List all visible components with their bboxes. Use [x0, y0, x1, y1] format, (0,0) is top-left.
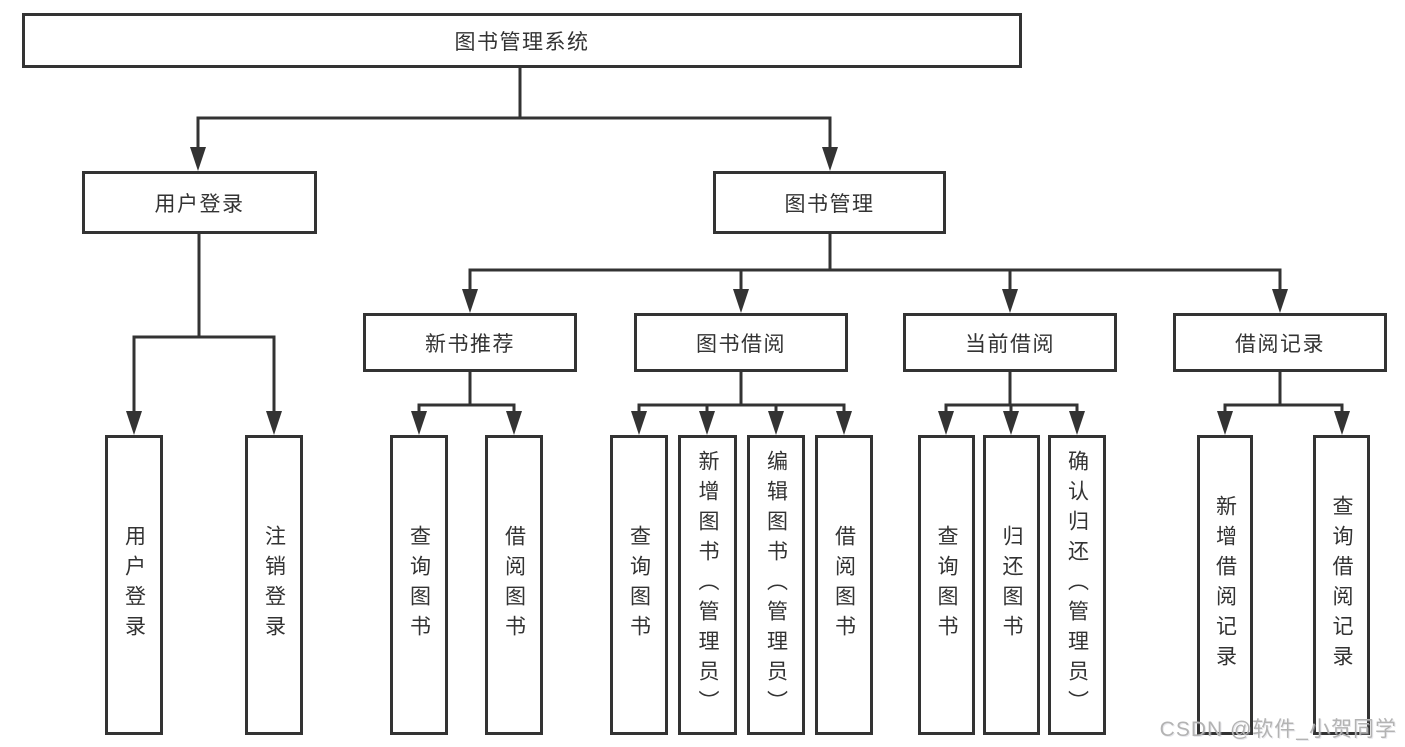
arrowhead-down-icon [631, 411, 647, 435]
arrowhead-down-icon [699, 411, 715, 435]
connector-book-borrow [631, 370, 852, 435]
leaf-user-login: 用户登录 [105, 435, 163, 735]
node-book-management: 图书管理 [713, 171, 946, 234]
connector-borrow-records [1217, 370, 1350, 435]
connector-root [190, 66, 838, 171]
connector-user-login [126, 232, 282, 435]
arrowhead-down-icon [506, 411, 522, 435]
arrowhead-down-icon [190, 147, 206, 171]
leaf-confirm-return-admin: 确认归还（管理员） [1048, 435, 1106, 735]
leaf-query-books-borrow: 查询图书 [610, 435, 668, 735]
node-library-system: 图书管理系统 [22, 13, 1022, 68]
arrowhead-down-icon [1272, 289, 1288, 313]
connector-current-borrow [938, 370, 1085, 435]
arrowhead-down-icon [126, 411, 142, 435]
arrowhead-down-icon [266, 411, 282, 435]
node-borrow-records: 借阅记录 [1173, 313, 1387, 372]
arrowhead-down-icon [1217, 411, 1233, 435]
arrowhead-down-icon [1334, 411, 1350, 435]
leaf-logout: 注销登录 [245, 435, 303, 735]
node-user-login: 用户登录 [82, 171, 317, 234]
leaf-query-borrow-record: 查询借阅记录 [1313, 435, 1370, 735]
leaf-query-books-recommend: 查询图书 [390, 435, 448, 735]
connector-book-management [462, 232, 1288, 313]
arrowhead-down-icon [1003, 411, 1019, 435]
node-current-borrow: 当前借阅 [903, 313, 1117, 372]
arrowhead-down-icon [1069, 411, 1085, 435]
arrowhead-down-icon [411, 411, 427, 435]
arrowhead-down-icon [822, 147, 838, 171]
arrowhead-down-icon [1002, 289, 1018, 313]
arrowhead-down-icon [938, 411, 954, 435]
leaf-return-book: 归还图书 [983, 435, 1040, 735]
arrowhead-down-icon [733, 289, 749, 313]
connector-new-book-recommend [411, 370, 522, 435]
leaf-borrow-books-borrow: 借阅图书 [815, 435, 873, 735]
node-new-book-recommend: 新书推荐 [363, 313, 577, 372]
leaf-edit-book-admin: 编辑图书（管理员） [747, 435, 805, 735]
arrowhead-down-icon [462, 289, 478, 313]
leaf-add-borrow-record: 新增借阅记录 [1197, 435, 1253, 735]
watermark: CSDN @软件_小贺同学 [1159, 718, 1397, 741]
arrowhead-down-icon [836, 411, 852, 435]
leaf-query-books-current: 查询图书 [918, 435, 975, 735]
arrowhead-down-icon [768, 411, 784, 435]
leaf-borrow-books-recommend: 借阅图书 [485, 435, 543, 735]
node-book-borrow: 图书借阅 [634, 313, 848, 372]
leaf-add-book-admin: 新增图书（管理员） [678, 435, 737, 735]
